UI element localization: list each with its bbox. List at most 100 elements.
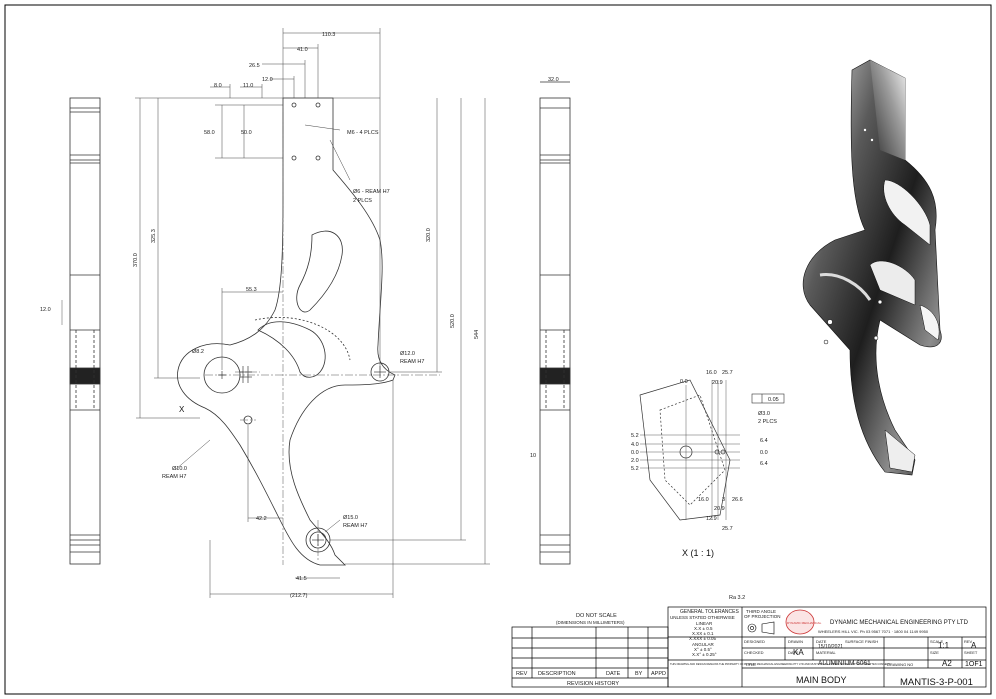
dim-544: 544	[474, 330, 480, 339]
general-tol: GENERAL TOLERANCES	[680, 609, 739, 615]
surface-label: SURFACE FINISH	[845, 639, 878, 644]
dim-50: 50.0	[241, 130, 252, 136]
checked-label: CHECKED	[744, 650, 764, 655]
dim-212: (212.7)	[290, 593, 308, 599]
sheet-border	[4, 4, 992, 695]
company-logo: DYNAMIC MECHANICAL	[785, 609, 822, 635]
title-value: MAIN BODY	[796, 675, 847, 685]
det-b4: 25.7	[722, 526, 733, 532]
sheet-value: 1OF1	[965, 661, 983, 668]
dim-320: 320.0	[426, 228, 432, 242]
det-b3: 12.9	[706, 516, 717, 522]
det-left-4: 2.0	[631, 458, 639, 464]
linear: LINEAR	[696, 621, 713, 626]
date-label: DATE	[816, 639, 827, 644]
dim-325: 325.3	[151, 229, 157, 243]
size-value: A2	[942, 659, 952, 668]
copyright: THIS DRAWING AND DESIGN REMAINS THE PROP…	[670, 662, 890, 666]
front-view	[177, 97, 396, 566]
projection-2: OF PROJECTION	[744, 614, 781, 619]
det-hole: Ø3.0	[758, 411, 770, 417]
company-name: DYNAMIC MECHANICAL ENGINEERING PTY LTD	[830, 620, 969, 626]
rev-label: REV	[964, 639, 973, 644]
ang2: X.X° ± 0.25°	[692, 652, 717, 657]
dim-42: 42.2	[256, 516, 267, 522]
sheet-label: SHEET	[964, 650, 978, 655]
by-header: BY	[635, 671, 643, 677]
desc-header: DESCRIPTION	[538, 671, 576, 677]
det-bottom-3: 26.6	[732, 497, 743, 503]
det-bottom-2: 3	[722, 497, 725, 503]
det-hole-b: 2 PLCS	[758, 419, 777, 425]
det-b2: 20.9	[714, 506, 725, 512]
det-257: 25.7	[722, 370, 733, 376]
material-label: MATERIAL	[816, 650, 836, 655]
front-dimensions	[135, 28, 490, 598]
date-header: DATE	[606, 671, 621, 677]
det-right-1: 6.4	[760, 438, 768, 444]
title-block	[511, 606, 987, 688]
dim-55: 55.3	[246, 287, 257, 293]
dim-520: 520.0	[450, 314, 456, 328]
drawing-no-value: MANTIS-3-P-001	[900, 677, 973, 688]
company-address: WHEELERS HILL VIC. Ph 03 9567 7071 · 180…	[818, 629, 929, 634]
dim-11: 11.0	[243, 83, 253, 89]
detail-x-text: 0.0 16.0 20.9 25.7 0.05 Ø3.0 2 PLCS 5.2 …	[631, 370, 779, 558]
det-left-2: 4.0	[631, 442, 639, 448]
material-value: ALUMINIUM 6061	[818, 660, 871, 667]
lin1: X.X ± 0.5	[694, 626, 713, 631]
note-ream6: Ø6 - REAM H7	[353, 189, 390, 195]
dim-side-10: 10	[530, 453, 536, 459]
projection: THIRD ANGLE	[746, 609, 776, 614]
dim-26: 26.5	[249, 63, 260, 69]
det-00: 0.0	[680, 379, 688, 385]
dim-side-32: 32.0	[548, 77, 559, 83]
detail-title: X (1 : 1)	[682, 548, 714, 558]
det-160: 16.0	[706, 370, 717, 376]
det-left-1: 5.2	[631, 433, 639, 439]
angular: ANGULAR	[692, 642, 715, 647]
designed-label: DESIGNED	[744, 639, 765, 644]
drawing-no-label: DRAWING NO	[887, 662, 913, 667]
dim-d10: Ø10.0	[172, 466, 187, 472]
det-right-2: 0.0	[760, 450, 768, 456]
dims-in-mm: (DIMENSIONS IN MILLIMETERS)	[556, 620, 625, 625]
dim-41: 41.0	[297, 47, 308, 53]
det-bottom-1: 16.0	[698, 497, 709, 503]
title-label: TITLE	[745, 662, 756, 667]
right-side-view	[539, 81, 571, 565]
dim-8: 8.0	[214, 83, 222, 89]
dim-d10-b: REAM H7	[162, 474, 186, 480]
title-block-text: DO NOT SCALE (DIMENSIONS IN MILLIMETERS)…	[516, 595, 983, 688]
dim-12: 12.0	[262, 77, 273, 83]
appd-header: APPD	[651, 671, 666, 677]
ang1: X° ± 0.5°	[694, 647, 712, 652]
revision-history: REVISION HISTORY	[567, 681, 619, 687]
dim-d12-b: REAM H7	[400, 359, 424, 365]
lin3: X.XXX ± 0.05	[689, 636, 716, 641]
date-value: 15/10/2021	[818, 644, 843, 650]
drawn-label: DRAWN	[788, 639, 803, 644]
isometric-render	[802, 59, 942, 476]
dim-370: 370.0	[133, 253, 139, 267]
rev-header: REV	[516, 671, 528, 677]
note-ream6-b: 2 PLCS	[353, 198, 372, 204]
logo-text: DYNAMIC MECHANICAL	[787, 621, 822, 625]
size-label: SIZE	[930, 650, 939, 655]
do-not-scale: DO NOT SCALE	[576, 613, 617, 619]
unless-stated: UNLESS STATED OTHERWISE	[670, 615, 735, 620]
rev-value: A	[971, 641, 977, 650]
dim-58: 58.0	[204, 130, 215, 136]
projection-symbol-icon	[747, 621, 775, 635]
det-209: 20.9	[712, 380, 723, 386]
dim-d15: Ø15.0	[343, 515, 358, 521]
dim-110: 110.3	[322, 32, 335, 38]
dim-d8: Ø8.2	[192, 349, 204, 355]
dim-side-12: 12.0	[40, 307, 51, 313]
front-dimension-text: 110.3 41.0 26.5 12.0 8.0 11.0 58.0 50.0 …	[133, 32, 480, 599]
drawn-value: KA	[793, 648, 804, 657]
dim-d12: Ø12.0	[400, 351, 415, 357]
dim-d15-b: REAM H7	[343, 523, 367, 529]
view-x-label: X	[179, 405, 185, 414]
